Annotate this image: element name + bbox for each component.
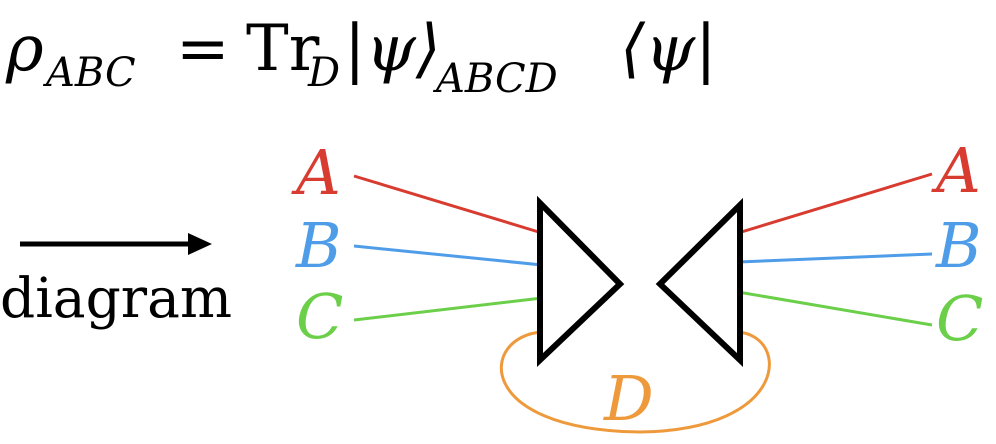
wire-b-left: [353, 244, 543, 267]
label-c-right: C: [936, 282, 983, 355]
label-b-left: B: [295, 209, 342, 282]
bra-tensor-triangle: [655, 197, 743, 367]
equals-sign: =: [176, 12, 230, 86]
wire-d: [500, 330, 771, 434]
wire-c-right: [737, 290, 933, 327]
arrow-group: diagram: [0, 233, 232, 330]
label-c-left: C: [296, 280, 343, 353]
wire-a-left: [353, 174, 543, 235]
rho-subscript: ABC: [42, 50, 136, 96]
label-d: D: [603, 362, 654, 435]
wire-b-right: [737, 252, 933, 264]
label-a-right: A: [931, 134, 981, 207]
label-b-right: B: [935, 209, 982, 282]
arrow-head: [188, 233, 212, 255]
wire-a-right: [737, 172, 933, 235]
bra-psi: ⟨ψ|: [620, 12, 717, 86]
rho-symbol: ρ: [5, 12, 44, 86]
arrow-label: diagram: [0, 266, 232, 330]
label-a-left: A: [291, 136, 341, 209]
ket-psi: |ψ⟩: [344, 12, 441, 86]
trace-subscript: D: [307, 50, 340, 96]
equation: ρ ABC = Tr D |ψ⟩ ABCD ⟨ψ|: [5, 12, 717, 102]
wire-c-left: [353, 296, 543, 322]
ket-tensor-triangle: [537, 195, 625, 367]
trace-operator: Tr: [246, 12, 320, 86]
ket-subscript: ABCD: [432, 56, 558, 102]
